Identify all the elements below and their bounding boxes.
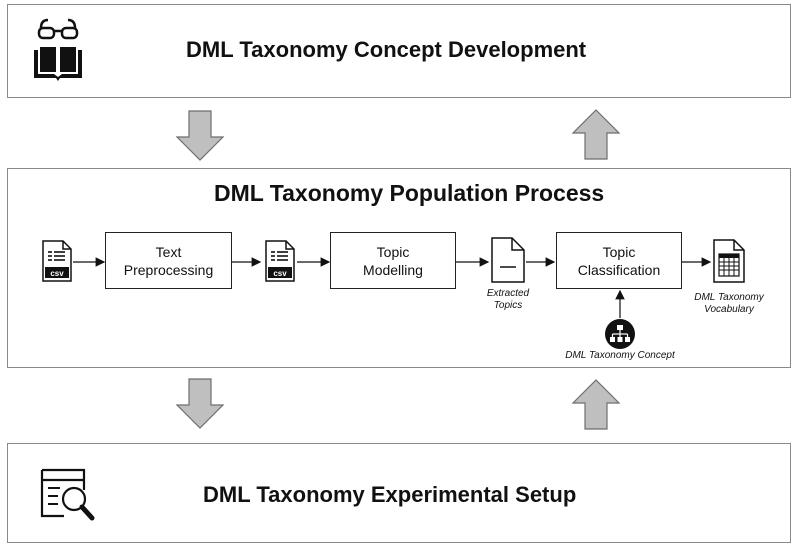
concept-caption: DML Taxonomy Concept xyxy=(565,350,675,361)
caption-line1: DML Taxonomy xyxy=(694,292,764,303)
experimental-setup-title: DML Taxonomy Experimental Setup xyxy=(203,482,577,507)
csv-label: csv xyxy=(50,269,64,278)
concept-development-panel xyxy=(7,4,791,98)
step-label-line1: Topic xyxy=(376,243,410,260)
csv-label: csv xyxy=(273,269,287,278)
csv-file-icon: csv xyxy=(264,239,296,283)
up-arrow-top xyxy=(571,108,621,165)
caption-line2: Vocabulary xyxy=(704,304,754,315)
down-arrow-bottom xyxy=(175,378,225,435)
step-label-line1: Topic xyxy=(602,243,636,260)
search-document-icon xyxy=(38,466,98,524)
up-arrow-bottom xyxy=(571,378,621,435)
spreadsheet-icon xyxy=(712,238,746,284)
vocabulary-caption: DML Taxonomy Vocabulary xyxy=(684,292,774,316)
population-process-title: DML Taxonomy Population Process xyxy=(214,180,605,206)
hierarchy-icon xyxy=(604,318,636,350)
step-label-line2: Classification xyxy=(577,261,661,278)
reading-book-icon xyxy=(32,14,84,84)
concept-development-title: DML Taxonomy Concept Development xyxy=(186,37,587,62)
csv-file-icon: csv xyxy=(41,239,73,283)
document-icon xyxy=(490,236,526,284)
extracted-topics-caption: Extracted Topics xyxy=(476,288,540,312)
caption-line1: Extracted xyxy=(486,288,530,299)
step-label-line2: Modelling xyxy=(363,261,423,278)
down-arrow-top xyxy=(175,110,225,167)
caption-line2: Topics xyxy=(493,300,523,311)
experimental-setup-panel xyxy=(7,443,791,543)
step-label-line2: Preprocessing xyxy=(123,261,214,278)
step-label-line1: Text xyxy=(155,243,182,260)
